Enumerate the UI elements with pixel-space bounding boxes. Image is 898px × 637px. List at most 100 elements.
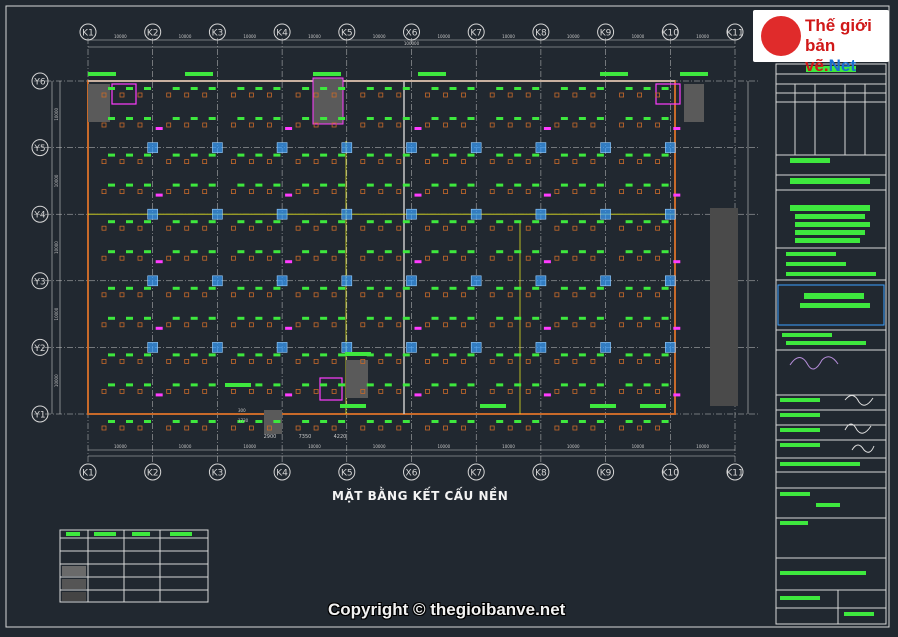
pile-cap xyxy=(313,122,319,128)
footing-tag xyxy=(661,286,669,290)
pile-cap xyxy=(202,292,208,298)
grid-bubble-k10-bottom xyxy=(661,463,679,481)
pile-cap xyxy=(425,255,430,261)
pile-cap xyxy=(202,225,208,231)
footing-tag xyxy=(237,353,245,357)
beam-label xyxy=(313,72,341,76)
footing-tag xyxy=(190,286,198,290)
pile-cap xyxy=(554,388,560,394)
column-pad xyxy=(470,208,482,220)
column-pad xyxy=(664,275,676,287)
site-logo[interactable]: Thế giới bản vẽ.Net xyxy=(753,10,889,75)
footing-tag xyxy=(302,220,310,224)
pile-cap xyxy=(619,388,624,394)
pile-cap xyxy=(590,225,596,231)
footing-tag xyxy=(514,87,522,90)
footing-tag xyxy=(366,250,374,254)
span-label-top: 10000 xyxy=(308,34,321,39)
footing-tag xyxy=(596,250,604,254)
footing-tag xyxy=(320,316,328,320)
footing-tag xyxy=(661,87,669,90)
footing-tag xyxy=(532,316,540,320)
column-pad xyxy=(341,208,353,220)
footing-tag xyxy=(273,250,281,254)
logo-line-1: Thế giới xyxy=(805,16,872,35)
pile-cap xyxy=(619,425,624,431)
pile-cap xyxy=(266,322,272,328)
pile-cap xyxy=(461,322,466,328)
pile-cap xyxy=(184,159,190,165)
footing-tag xyxy=(108,286,115,290)
footing-tag xyxy=(338,220,346,224)
pile-cap xyxy=(137,322,143,328)
pile-cap xyxy=(590,425,596,431)
footing-tag xyxy=(190,383,198,387)
pile-cap xyxy=(655,292,660,298)
pile-cap xyxy=(378,92,384,98)
footing-tag xyxy=(496,183,504,187)
pile-cap xyxy=(590,322,596,328)
grid-label-k4: K4 xyxy=(276,29,288,39)
footing-tag xyxy=(643,183,651,187)
footing-tag xyxy=(255,286,263,290)
pile-cap xyxy=(119,92,125,98)
pile-cap xyxy=(507,159,513,165)
title-block xyxy=(775,63,887,625)
footing-tag xyxy=(144,286,151,290)
footing-tag xyxy=(144,353,151,357)
footing-tag xyxy=(366,87,374,90)
pile-cap xyxy=(360,122,366,128)
pile-cap xyxy=(331,255,337,261)
grid-bubble-k2-bottom xyxy=(144,463,162,481)
pile-cap xyxy=(360,92,366,98)
pile-cap xyxy=(590,92,596,98)
footing-tag xyxy=(366,286,374,290)
pile-cap xyxy=(248,425,254,431)
footing-tag xyxy=(402,286,410,290)
footing-tag xyxy=(338,420,346,423)
pile-cap xyxy=(266,255,272,261)
pile-cap xyxy=(590,159,596,165)
pile-cap xyxy=(525,159,531,165)
footing-tag xyxy=(273,183,281,187)
beam-label xyxy=(680,72,708,76)
pile-cap xyxy=(295,255,301,261)
pile-cap xyxy=(637,358,642,364)
footing-tag xyxy=(208,87,216,90)
pile-cap xyxy=(137,358,143,364)
footing-tag xyxy=(108,220,115,224)
footing-tag xyxy=(302,250,310,254)
footing-tag xyxy=(532,286,540,290)
pile-cap xyxy=(425,92,430,98)
pile-cap xyxy=(331,225,337,231)
footing-tag xyxy=(661,153,669,157)
pile-cap xyxy=(360,292,366,298)
pile-cap xyxy=(295,388,301,394)
footing-tag xyxy=(172,220,180,224)
pile-cap xyxy=(425,388,430,394)
span-label-bottom: 10000 xyxy=(243,444,256,449)
footing-tag xyxy=(190,316,198,320)
grid-label-k4: K4 xyxy=(276,469,288,479)
footing-tag xyxy=(126,220,133,224)
pile-cap xyxy=(572,255,578,261)
beam-tag xyxy=(155,127,163,130)
footing-tag xyxy=(560,286,568,290)
pile-cap xyxy=(655,92,660,98)
span-label-bottom: 10000 xyxy=(437,444,450,449)
grid-label-y1: Y1 xyxy=(33,411,45,421)
pile-cap xyxy=(360,189,366,195)
pile-cap xyxy=(525,189,531,195)
footing-tag xyxy=(467,383,475,387)
footing-tag xyxy=(661,220,669,224)
footing-tag xyxy=(108,420,115,423)
pile-cap xyxy=(101,425,107,431)
footing-tag xyxy=(190,153,198,157)
span-label-top: 10000 xyxy=(502,34,515,39)
pile-cap xyxy=(378,292,384,298)
footing-tag xyxy=(255,183,263,187)
footing-tag xyxy=(431,183,439,187)
footing-tag xyxy=(643,117,651,120)
footing-tag xyxy=(578,250,586,254)
pile-cap xyxy=(230,292,236,298)
